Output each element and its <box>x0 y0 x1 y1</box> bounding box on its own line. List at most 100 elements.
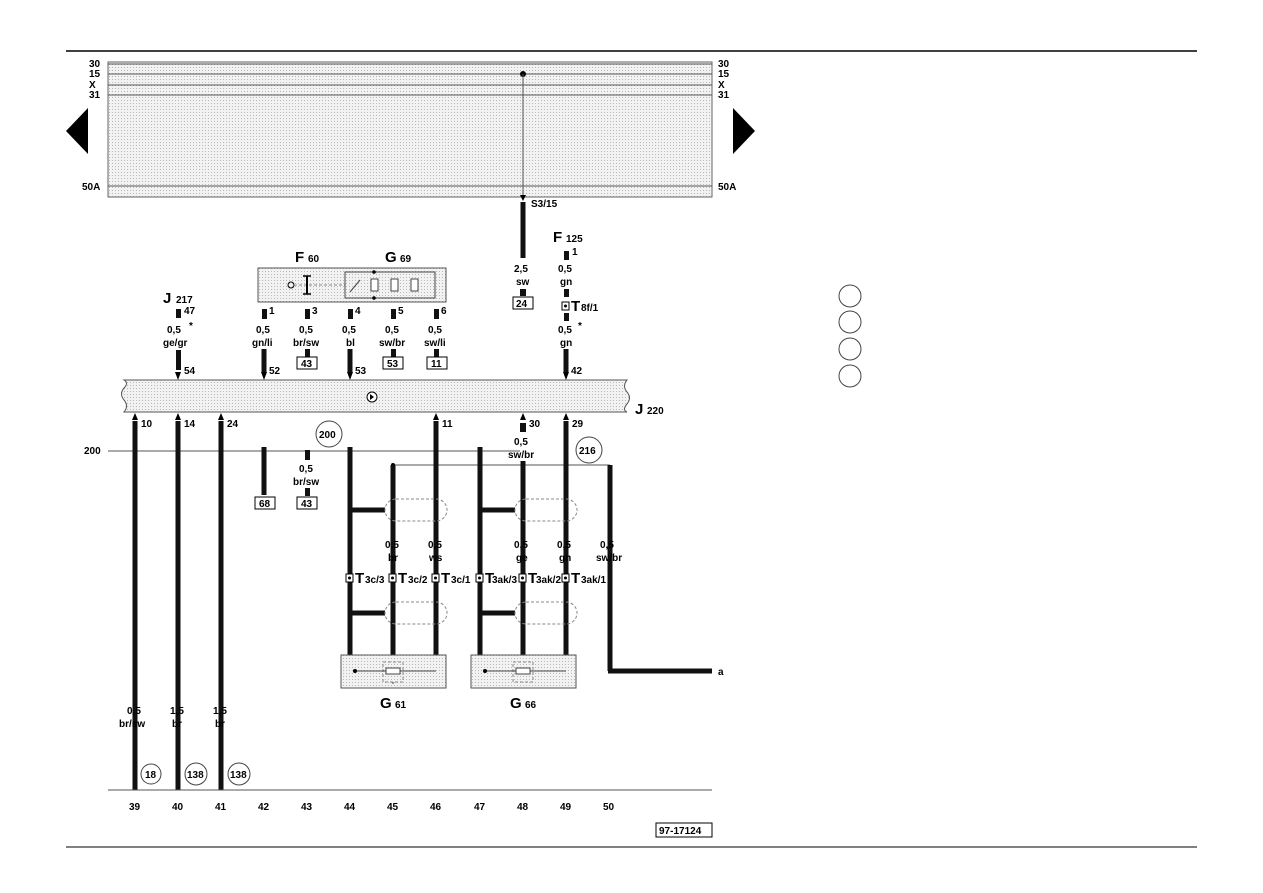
g61-shield-bottom <box>384 601 448 625</box>
f60-number: 60 <box>308 254 320 265</box>
connector-t3c1-letter: T <box>441 570 450 587</box>
j220-pin-10: 10 <box>141 419 153 430</box>
pin3-label: 3 <box>312 306 318 317</box>
pin6-ref: 11 <box>431 359 442 370</box>
pin1-cross: 0,5 <box>256 325 270 336</box>
j217-pin-stub <box>176 309 181 318</box>
side-circle-3 <box>838 337 862 361</box>
col42-ref-box <box>254 496 276 510</box>
g69-number: 69 <box>400 254 412 265</box>
connector-t3ak2-letter: T <box>528 570 537 587</box>
j220-pin-11: 11 <box>442 419 453 430</box>
f125-connector-lock-icon <box>561 301 570 311</box>
connector-t3c3: 3c/3 <box>365 575 385 586</box>
next-page-arrow-icon[interactable] <box>733 108 755 154</box>
pin30-color: sw/br <box>508 450 534 461</box>
g66-number: 66 <box>525 700 537 711</box>
f125-color1: gn <box>560 277 572 288</box>
j217-pin: 47 <box>184 306 196 317</box>
circle-ref-138-a-text: 138 <box>187 770 204 781</box>
connector-t3ak1-letter: T <box>571 570 580 587</box>
rail-label-right-30: 30 <box>718 59 730 70</box>
ground-label-200: 200 <box>84 446 101 457</box>
pin5-ref: 53 <box>387 359 399 370</box>
pin1-jpin: 52 <box>269 366 281 377</box>
side-circle-4 <box>838 364 862 388</box>
col43-ref: 43 <box>301 499 313 510</box>
f125-connector-letter: T <box>571 298 580 315</box>
column-46: 46 <box>430 802 442 813</box>
col48-cross: 0,5 <box>514 540 528 551</box>
col41-color: br <box>215 719 225 730</box>
j220-center-arrow-icon <box>370 394 374 400</box>
pin30-stub <box>520 423 526 432</box>
feed-color: sw <box>516 277 530 288</box>
pin4-jpin: 53 <box>355 366 367 377</box>
pin3-ref-box <box>296 356 318 370</box>
rail-label-right-15: 15 <box>718 69 730 80</box>
column-39: 39 <box>129 802 141 813</box>
feed-ref-box <box>512 296 534 310</box>
connector-t3c2-letter: T <box>398 570 407 587</box>
col46-cross: 0,5 <box>428 540 442 551</box>
column-43: 43 <box>301 802 313 813</box>
pin3-ref-stub <box>305 349 310 357</box>
j220-letter: J <box>635 401 643 418</box>
f125-letter: F <box>553 229 562 246</box>
connector-t3c1: 3c/1 <box>451 575 471 586</box>
connector-lock-icons <box>345 573 570 583</box>
pin1-color: gn/li <box>252 338 273 349</box>
col40-cross: 1,5 <box>170 706 184 717</box>
g69-letter: G <box>385 249 397 266</box>
j217-star: * <box>189 321 193 332</box>
doc-number: 97-17124 <box>659 826 702 837</box>
pin30-cross: 0,5 <box>514 437 528 448</box>
g61-number: 61 <box>395 700 407 711</box>
circle-ref-138-b-text: 138 <box>230 770 247 781</box>
prev-page-arrow-icon[interactable] <box>66 108 88 154</box>
rail-label-right-31: 31 <box>718 90 730 101</box>
col39-color: br/sw <box>119 719 145 730</box>
pin5-cross: 0,5 <box>385 325 399 336</box>
col48-color: ge <box>516 553 528 564</box>
rail-label-left-x: X <box>89 80 96 91</box>
col43-color: br/sw <box>293 477 319 488</box>
column-49: 49 <box>560 802 572 813</box>
g61-shield-top <box>384 498 448 522</box>
rail-label-left-15: 15 <box>89 69 101 80</box>
f125-cross2: 0,5 <box>558 325 572 336</box>
connector-t3ak3-letter: T <box>485 570 494 587</box>
col45-cross: 0,5 <box>385 540 399 551</box>
side-circle-1 <box>838 284 862 308</box>
col50-color: sw/br <box>596 553 622 564</box>
pin4-label: 4 <box>355 306 361 317</box>
j217-number: 217 <box>176 295 193 306</box>
pin4-stub <box>348 309 353 319</box>
feed-cross-section: 2,5 <box>514 264 528 275</box>
connector-t3ak2: 3ak/2 <box>536 575 561 586</box>
feed-label: S3/15 <box>531 199 558 210</box>
circle-ref-18-text: 18 <box>145 770 157 781</box>
pin5-stub <box>391 309 396 319</box>
column-45: 45 <box>387 802 399 813</box>
f125-pin-stub <box>564 251 569 260</box>
f125-cross1: 0,5 <box>558 264 572 275</box>
g66-shield-bottom <box>514 601 578 625</box>
pin5-label: 5 <box>398 306 404 317</box>
f125-star: * <box>578 321 582 332</box>
column-48: 48 <box>517 802 529 813</box>
f60-switch-symbol <box>287 275 345 295</box>
col42-ref: 68 <box>259 499 271 510</box>
j217-cross: 0,5 <box>167 325 181 336</box>
pin3-stub <box>305 309 310 319</box>
pin6-color: sw/li <box>424 338 446 349</box>
f125-number: 125 <box>566 234 583 245</box>
j217-jpin: 54 <box>184 366 196 377</box>
pin6-label: 6 <box>441 306 447 317</box>
col40-color: br <box>172 719 182 730</box>
rail-label-right-50a: 50A <box>718 182 736 193</box>
g66-sensor-symbol <box>483 661 566 683</box>
col39-cross: 0,5 <box>127 706 141 717</box>
side-circle-2 <box>838 310 862 334</box>
column-41: 41 <box>215 802 227 813</box>
